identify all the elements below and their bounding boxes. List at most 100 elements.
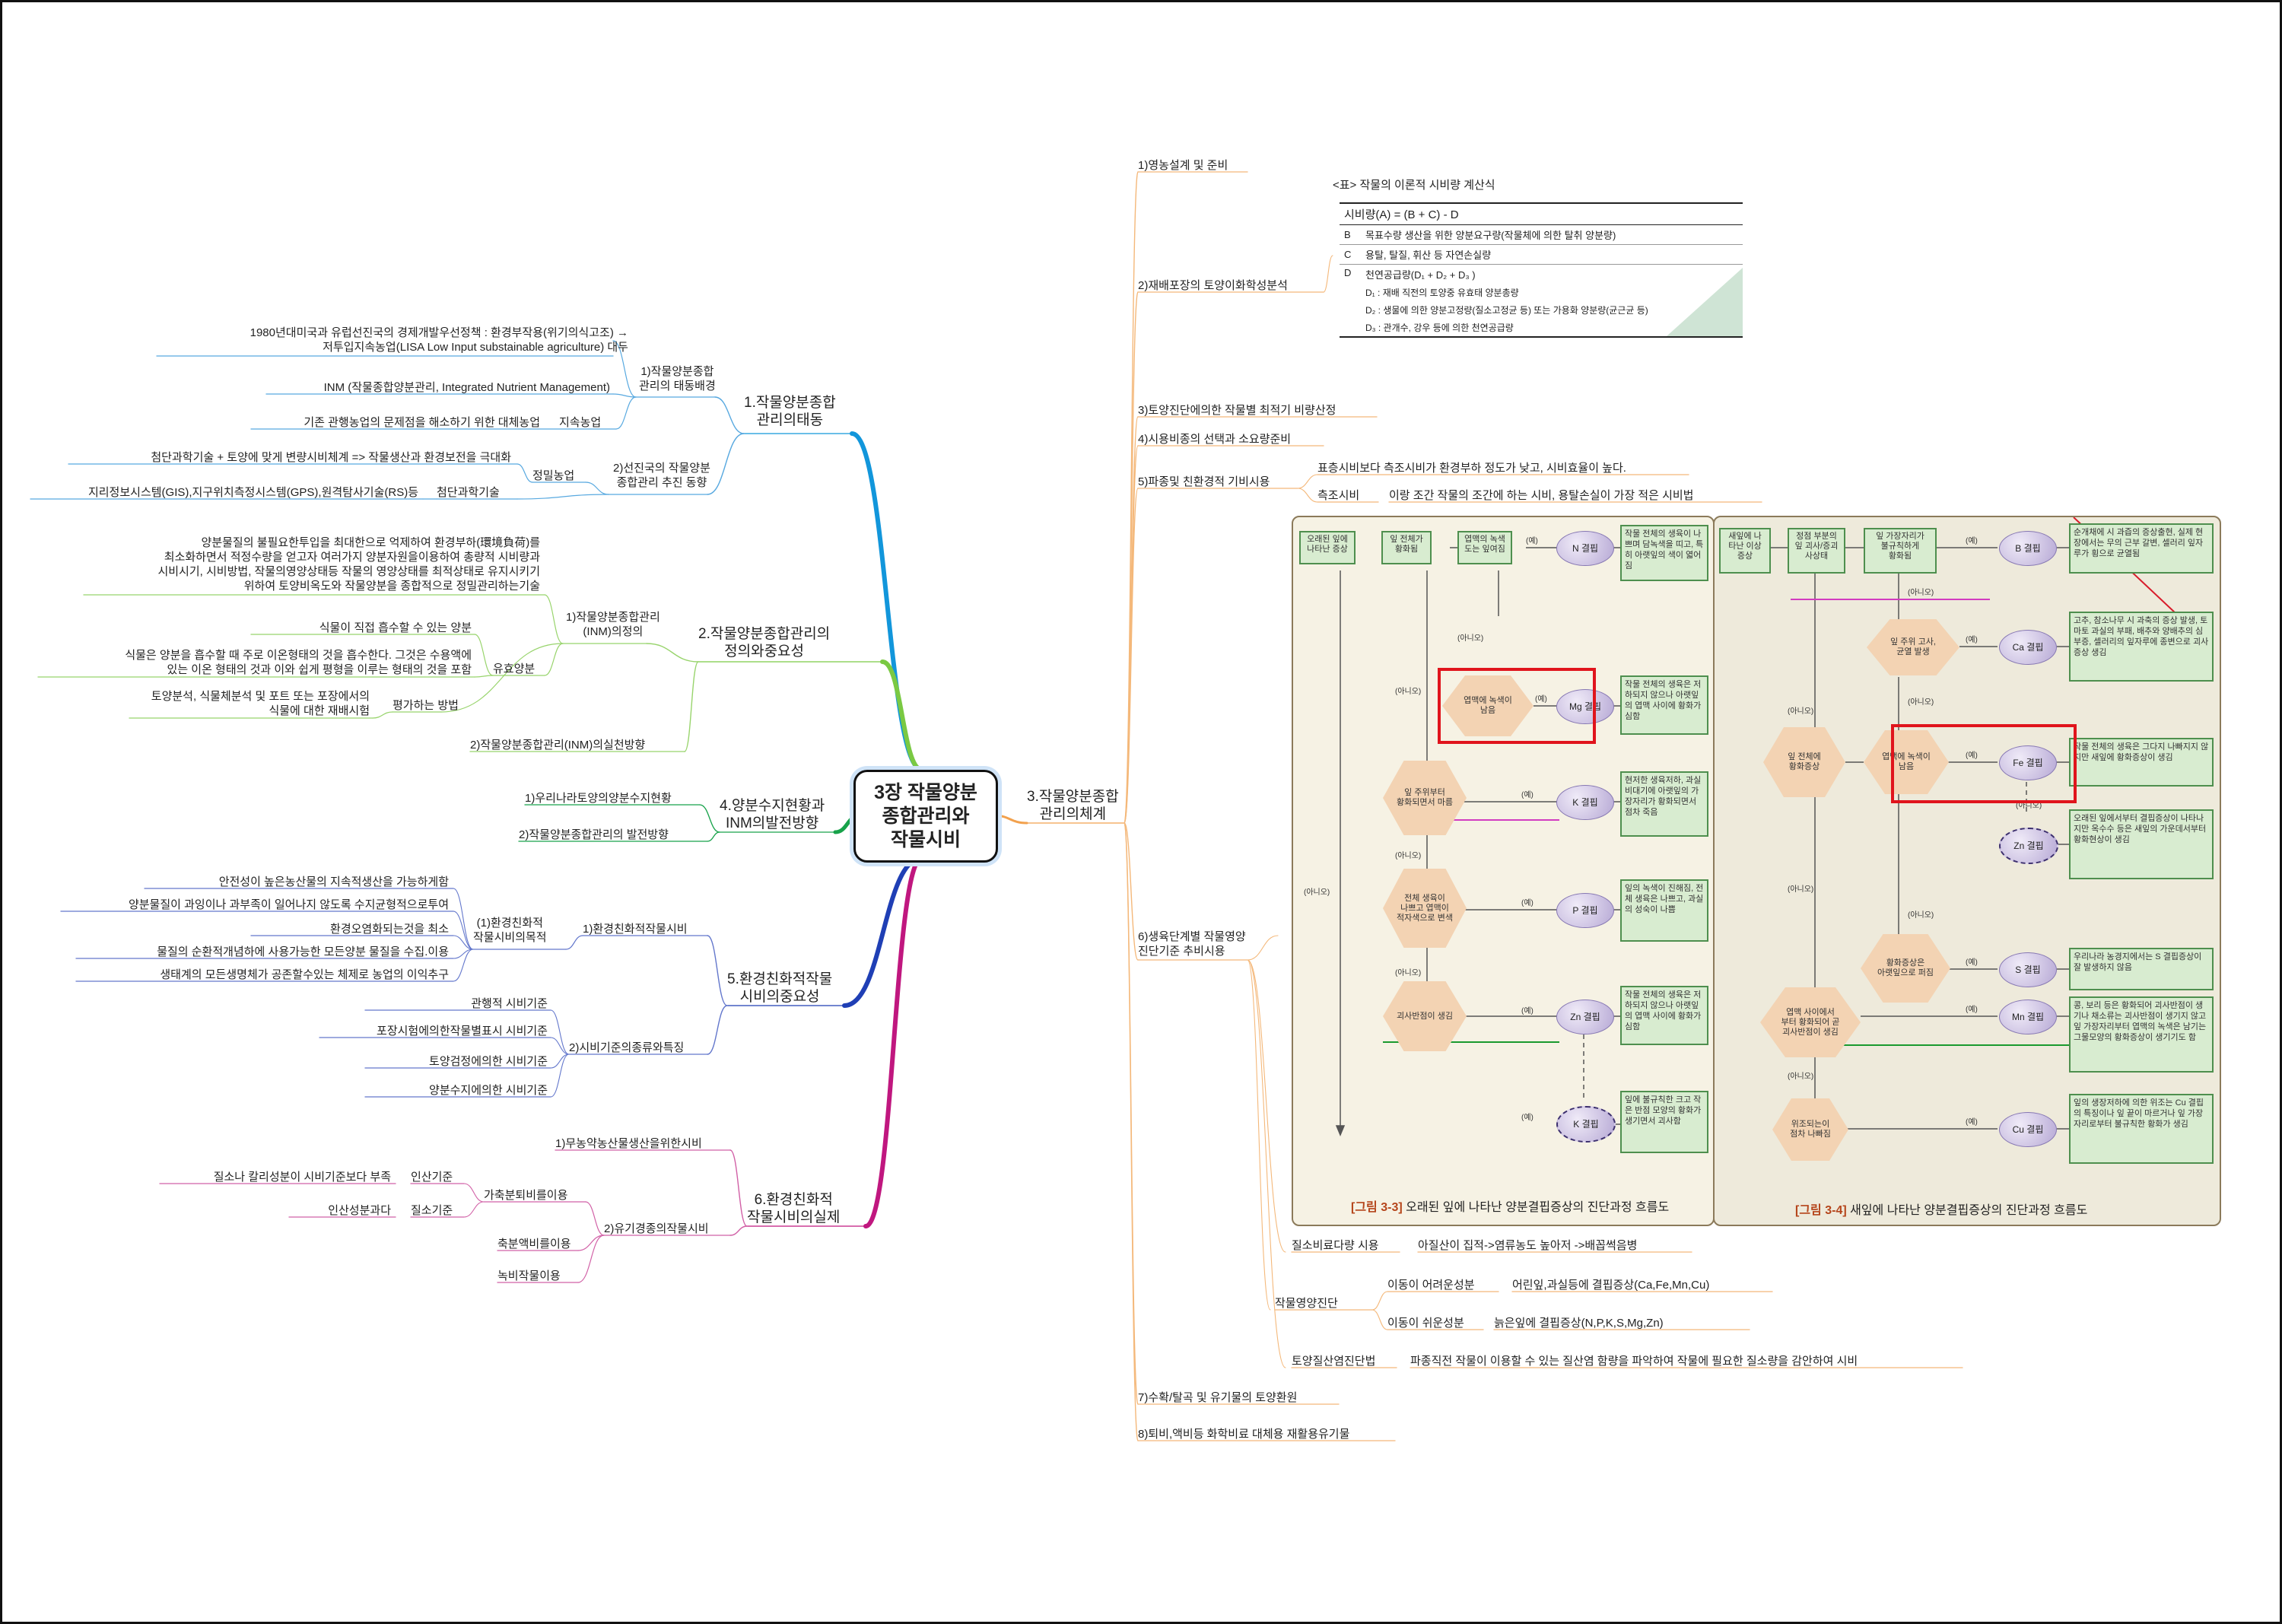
b6-s2a: [585, 1201, 605, 1236]
b4-i1: [699, 804, 720, 833]
item6-sc: [1247, 959, 1286, 1368]
branch-5-sub-2-item-3: 토양검정에의한 시비기준: [429, 1055, 548, 1068]
branch-5-sub-2-item-2: 포장시험에의한작물별표시 시비기준: [377, 1025, 548, 1038]
branch-3-item-5[interactable]: 5)파종및 친환경적 기비시용: [1138, 475, 1270, 488]
fig-b-note-6: 콩, 보리 등은 황화되어 괴사반점이 생기나 채소류는 괴사반점이 생기지 않…: [2069, 996, 2214, 1073]
calc-d3: D₃ : 관개수, 강우 등에 의한 천연공급량: [1365, 323, 1514, 333]
branch-5-sub-2-item-4: 양분수지에의한 시비기준: [429, 1084, 548, 1097]
b6-s2c: [577, 1235, 605, 1283]
fig-a-oval-k2: K 결핍: [1556, 1106, 1616, 1143]
branch-1-sub-1-item-1: 1980년대미국과 유럽선진국의 경제개발우선정책 : 환경부작용(위기의식고조…: [249, 326, 628, 354]
fig-b-oval-fe: Fe 결핍: [1999, 745, 2057, 780]
fig-b-note-5: 우리나라 농경지에서는 S 결핍증상이 잘 발생하지 않음: [2069, 948, 2214, 990]
b6-s2a1: [463, 1183, 485, 1203]
branch-3-connector: [992, 814, 1028, 825]
branch-1-sub-2b-item: 지리정보시스템(GIS),지구위치측정시스템(GPS),원격탐사기술(RS)등: [87, 486, 418, 499]
item-6-sub-a[interactable]: 질소비료다량 시용: [1292, 1239, 1379, 1252]
branch-6-connector: [863, 856, 924, 1228]
branch-1-sub-2a[interactable]: 정밀농업: [532, 469, 575, 482]
fig-b-caption-num: [그림 3-4]: [1795, 1204, 1847, 1217]
fig-b-no-6: (아니오): [1788, 885, 1814, 894]
fig-a-no-5: (아니오): [1395, 969, 1422, 977]
item-6-sub-c[interactable]: 토양질산염진단법: [1292, 1355, 1376, 1368]
branch-3-item-3[interactable]: 3)토양진단에의한 작물별 최적기 비량산정: [1138, 404, 1336, 417]
calc-val-c: 용탈, 탈질, 휘산 등 자연손실량: [1361, 244, 1743, 265]
b1-s1-link: [714, 396, 745, 434]
root-node[interactable]: 3장 작물양분 종합관리와 작물시비: [853, 770, 998, 863]
item-6-sub-b1[interactable]: 이동이 어려운성분: [1387, 1279, 1475, 1292]
b1-s2-link: [707, 433, 745, 495]
item-6-sub-b2[interactable]: 이동이 쉬운성분: [1387, 1317, 1464, 1330]
calc-d1: D₁ : 재배 직전의 토양중 유효태 양분총량: [1365, 288, 1519, 298]
branch-2-label[interactable]: 2.작물양분종합관리의 정의와중요성: [698, 626, 831, 659]
fig-a-caption-text: 오래된 잎에 나타난 양분결핍증상의 진단과정 흐름도: [1402, 1201, 1670, 1214]
branch-5-sub-2-item-1: 관행적 시비기준: [471, 997, 548, 1010]
branch-6-sub-2a-2[interactable]: 질소기준: [411, 1204, 453, 1217]
calc-table-title: <표> 작물의 이론적 시비량 계산식: [1333, 179, 1495, 192]
branch-1-label[interactable]: 1.작물양분종합 관리의태동: [744, 395, 836, 428]
branch-6-sub-1[interactable]: 1)무농약농산물생산을위한시비: [555, 1137, 702, 1150]
fig-a-start: 오래된 잎에 나타난 증상: [1299, 531, 1356, 564]
fig-b-node-1: 정점 부분의 잎 괴사/증괴 사상태: [1788, 528, 1845, 574]
fig-b-yes-1: (예): [1966, 537, 1978, 545]
branch-2-sub-1c[interactable]: 평가하는 방법: [393, 699, 459, 712]
branch-5-sub-1a[interactable]: (1)환경친화적 작물시비의목적: [473, 917, 547, 944]
calc-formula: 시비량(A) = (B + C) - D: [1340, 202, 1743, 225]
branch-6-label[interactable]: 6.환경친화적 작물시비의실제: [747, 1192, 841, 1225]
b3-item-6: [1124, 822, 1139, 961]
branch-2-sub-2[interactable]: 2)작물양분종합관리(INM)의실천방향: [470, 739, 646, 752]
branch-5-sub-1[interactable]: 1)환경친화적작물시비: [583, 923, 688, 936]
item-5-sub-2[interactable]: 측조시비: [1317, 489, 1360, 502]
branch-3-item-8[interactable]: 8)퇴비,액비등 화학비료 대체용 재활용유기물: [1138, 1428, 1350, 1441]
b6-s2-link: [729, 1225, 748, 1236]
branch-4-item-1[interactable]: 1)우리나라토양의양분수지현황: [525, 792, 672, 805]
item-6-sub-b[interactable]: 작물영양진단: [1275, 1297, 1338, 1310]
branch-5-item-1: 안전성이 높은농산물의 지속적생산을 가능하게함: [218, 876, 449, 888]
fig-b-yes-5: (예): [1966, 1006, 1978, 1014]
b1-s2b: [516, 494, 609, 500]
b5-s1-link: [707, 935, 728, 1006]
branch-1-sub-2a-item: 첨단과학기술 + 토양에 맞게 변량시비체계 => 작물생산과 환경보전을 극대…: [151, 451, 511, 464]
b1-s1-i2: [612, 393, 637, 398]
branch-6-sub-2a-1[interactable]: 인산기준: [411, 1171, 453, 1184]
branch-3-item-4[interactable]: 4)시용비종의 선택과 소요량준비: [1138, 433, 1292, 446]
fig-a-oval-k: K 결핍: [1556, 785, 1614, 820]
item-6-sub-b1-item: 어린잎,과실등에 결핍증상(Ca,Fe,Mn,Cu): [1512, 1279, 1710, 1292]
branch-5-sub-2[interactable]: 2)시비기준의종류와특징: [569, 1041, 685, 1054]
branch-1-sub-2[interactable]: 2)선진국의 작물양분 종합관리 추진 동향: [613, 462, 710, 489]
branch-5-label[interactable]: 5.환경친화적작물 시비의중요성: [727, 971, 833, 1005]
branch-2-sub-1[interactable]: 1)작물양분종합관리 (INM)의정의: [566, 611, 660, 638]
b3-item-5: [1124, 488, 1139, 824]
fig-b-yes-3: (예): [1966, 752, 1978, 760]
branch-6-sub-2[interactable]: 2)유기경종의작물시비: [604, 1222, 709, 1235]
b5-s2-i1: [550, 1009, 570, 1055]
calc-key-d: D: [1340, 264, 1361, 338]
branch-3-label[interactable]: 3.작물양분종합 관리의체계: [1027, 789, 1119, 822]
b2-s1b-i1: [474, 634, 494, 676]
branch-1-sub-1[interactable]: 1)작물양분종합 관리의 태동배경: [639, 365, 716, 392]
branch-3-item-6[interactable]: 6)생육단계별 작물영양 진단기준 추비시용: [1138, 930, 1246, 958]
branch-2-sub-1-definition: 양분물질의 불필요한투입을 최대한으로 억제하여 환경부하(環境負荷)를 최소화…: [157, 536, 540, 593]
branch-3-item-1[interactable]: 1)영농설계 및 준비: [1138, 159, 1228, 172]
branch-3-item-2[interactable]: 2)재배포장의 토양이화학성분석: [1138, 279, 1288, 292]
calc-corner-decoration: [1667, 268, 1743, 336]
fig-a-no-4: (아니오): [1304, 888, 1330, 897]
b3-item-2: [1124, 291, 1139, 824]
branch-6-sub-2a[interactable]: 가축분퇴비를이용: [484, 1189, 568, 1202]
branch-6-sub-2c[interactable]: 녹비작물이용: [497, 1270, 561, 1282]
branch-3-item-7[interactable]: 7)수확/탈곡 및 유기물의 토양환원: [1138, 1391, 1298, 1404]
branch-4-label[interactable]: 4.양분수지현황과 INM의발전방향: [720, 798, 825, 831]
fig-b-note-4: 오래된 잎에서부터 결핍증상이 나타나지만 옥수수 등은 새잎의 가운데서부터 …: [2069, 809, 2214, 879]
fig-b-hex-3: 엽맥에 녹색이 남음: [1864, 730, 1949, 794]
branch-2-sub-1b[interactable]: 유효양분: [493, 663, 536, 675]
branch-6-sub-2b[interactable]: 축분액비를이용: [497, 1238, 571, 1251]
branch-1-sub-2b[interactable]: 첨단과학기술: [437, 486, 500, 499]
fig-b-no-4: (아니오): [2016, 802, 2042, 810]
fig-b-caption: [그림 3-4] 새잎에 나타난 양분결핍증상의 진단과정 흐름도: [1795, 1203, 2087, 1219]
b5-s2-i4: [550, 1054, 570, 1098]
fig-a-oval-zn: Zn 결핍: [1556, 1000, 1614, 1034]
b5-s2-link: [707, 1005, 728, 1055]
branch-4-item-2[interactable]: 2)작물양분종합관리의 발전방향: [519, 828, 669, 841]
b5-i1: [453, 888, 474, 950]
calc-val-d: 천연공급량(D₁ + D₂ + D₃ ): [1365, 269, 1476, 281]
